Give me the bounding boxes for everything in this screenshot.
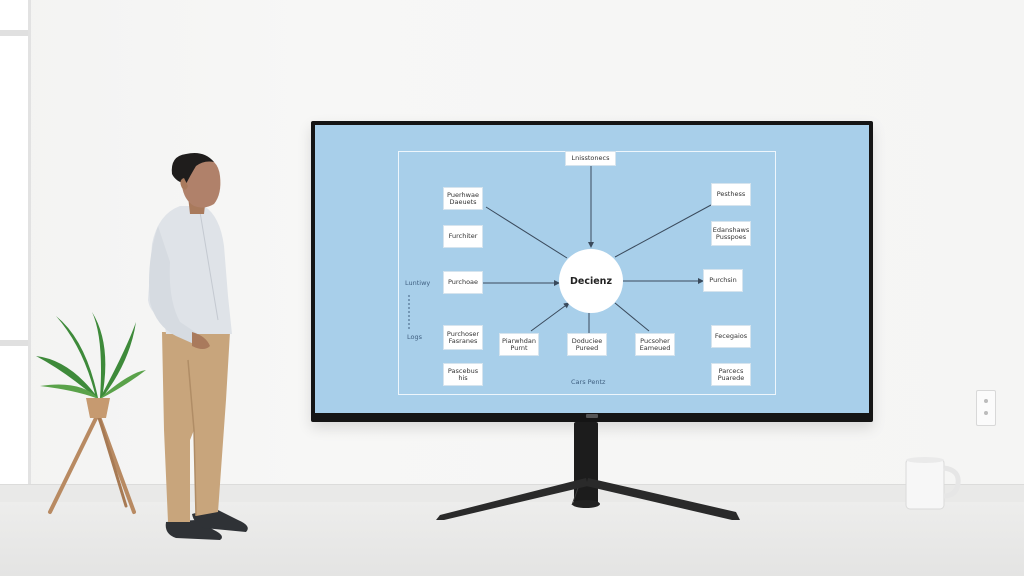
diagram-node: Purchsin bbox=[703, 269, 743, 292]
wall-outlet bbox=[976, 390, 996, 426]
diagram-node: Pucsoher Eameued bbox=[635, 333, 675, 356]
link-n1-hub bbox=[485, 206, 568, 259]
window-mullion bbox=[0, 340, 28, 346]
diagram-node: Purchoae bbox=[443, 271, 483, 294]
diagram-node: Piarwhdan Purnt bbox=[499, 333, 539, 356]
window-frame bbox=[0, 0, 31, 510]
monitor-stand-pole bbox=[574, 422, 598, 506]
diagram-links bbox=[408, 166, 712, 333]
diagram-node: Fecegaios bbox=[711, 325, 751, 348]
monitor: Lnisstonecs Puerhwae Daeuets Furchiter P… bbox=[311, 121, 873, 422]
diagram-node: Pesthess bbox=[711, 183, 751, 206]
diagram-node: Furchiter bbox=[443, 225, 483, 248]
monitor-logo bbox=[586, 414, 598, 418]
diagram-node: Edanshaws Pusspoes bbox=[711, 221, 751, 246]
diagram-bottom-label: Cars Pentz bbox=[571, 378, 606, 386]
diagram-node: Purchoser Fasranes bbox=[443, 325, 483, 350]
baseboard bbox=[0, 484, 1024, 503]
diagram-center-node: Decienz bbox=[559, 249, 623, 313]
diagram-side-label: Luntiwy bbox=[405, 279, 431, 287]
window-mullion bbox=[0, 30, 28, 36]
link-n9-hub bbox=[614, 204, 712, 258]
diagram-node: Doduciee Pureed bbox=[567, 333, 607, 356]
diagram-top-node: Lnisstonecs bbox=[565, 151, 616, 166]
monitor-screen: Lnisstonecs Puerhwae Daeuets Furchiter P… bbox=[315, 125, 869, 413]
link-n8-hub bbox=[614, 302, 650, 332]
diagram-node: Pascebus his bbox=[443, 363, 483, 386]
diagram-node: Puerhwae Daeuets bbox=[443, 187, 483, 210]
diagram-node: Parcecs Puarede bbox=[711, 363, 751, 386]
diagram-side-label: Logs bbox=[407, 333, 422, 341]
link-n5-hub bbox=[530, 302, 570, 332]
